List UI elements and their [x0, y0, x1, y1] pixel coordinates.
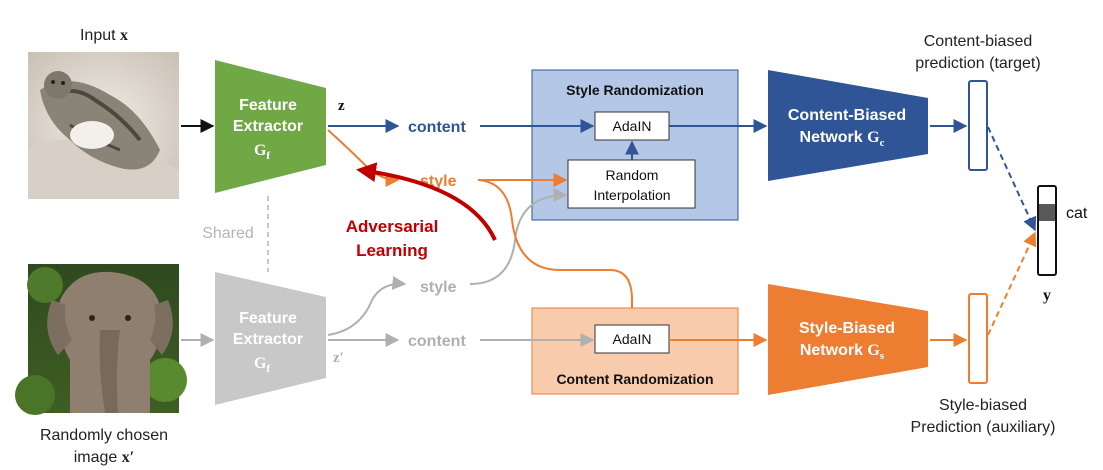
- adain-bottom: AdaIN: [594, 324, 670, 354]
- output-class-label: cat: [1066, 205, 1088, 222]
- output-bar: [1037, 185, 1057, 276]
- content-prediction-bar: [968, 80, 988, 171]
- random-interpolation-box: Random Interpolation: [567, 159, 696, 209]
- adversarial-label-line2: Learning: [356, 241, 428, 260]
- content-label-bottom: content: [408, 333, 466, 350]
- style-prediction-label-line1: Style-biased: [939, 397, 1027, 414]
- z-prime-label: z′: [333, 350, 344, 366]
- content-biased-network: Content-Biased Network Gc: [768, 70, 928, 181]
- svg-text:Network Gs: Network Gs: [800, 342, 885, 362]
- random-image-label-line2: image x′: [74, 449, 135, 466]
- svg-text:Random: Random: [606, 167, 659, 183]
- svg-text:Extractor: Extractor: [233, 331, 303, 348]
- svg-text:Gf: Gf: [254, 142, 270, 162]
- adversarial-arrow: [356, 162, 497, 241]
- cat-image: [28, 52, 179, 199]
- svg-text:AdaIN: AdaIN: [613, 331, 652, 347]
- adain-top: AdaIN: [594, 111, 670, 141]
- svg-text:Network Gc: Network Gc: [800, 129, 885, 149]
- arrow-zprime-to-style: [327, 275, 407, 336]
- svg-text:Gf: Gf: [254, 355, 270, 375]
- arrow-style-to-adain-bottom: [477, 179, 639, 323]
- elephant-image: [15, 264, 187, 415]
- content-prediction-label-line1: Content-biased: [924, 33, 1033, 50]
- dashed-arrow-content-to-output: [987, 126, 1037, 232]
- output-y-label: y: [1043, 287, 1051, 304]
- svg-text:Interpolation: Interpolation: [593, 187, 670, 203]
- arrow-gray-style-to-interp: [469, 188, 568, 285]
- style-label-top: style: [420, 173, 457, 190]
- style-prediction-bar: [968, 293, 988, 384]
- svg-text:AdaIN: AdaIN: [613, 118, 652, 134]
- svg-text:Content Randomization: Content Randomization: [556, 371, 713, 387]
- dashed-arrow-style-to-output: [987, 231, 1037, 336]
- content-label-top: content: [408, 119, 466, 136]
- style-biased-network: Style-Biased Network Gs: [768, 284, 928, 395]
- feature-extractor-bottom: Feature Extractor Gf: [215, 272, 326, 405]
- style-label-bottom: style: [420, 279, 457, 296]
- feature-extractor-top: Feature Extractor Gf: [215, 60, 326, 193]
- random-image-label-line1: Randomly chosen: [40, 427, 168, 444]
- svg-text:Feature: Feature: [239, 310, 297, 327]
- svg-text:Style-Biased: Style-Biased: [799, 320, 895, 337]
- svg-text:Content-Biased: Content-Biased: [788, 107, 906, 124]
- svg-text:Extractor: Extractor: [233, 118, 303, 135]
- svg-text:Feature: Feature: [239, 97, 297, 114]
- input-x-label: Input x: [80, 27, 128, 44]
- arrow-z-to-style: [327, 129, 400, 187]
- style-prediction-label-line2: Prediction (auxiliary): [911, 419, 1056, 436]
- z-label: z: [338, 98, 345, 114]
- adversarial-label-line1: Adversarial: [346, 217, 439, 236]
- shared-label: Shared: [202, 225, 254, 242]
- content-prediction-label-line2: prediction (target): [915, 55, 1040, 72]
- svg-text:Style Randomization: Style Randomization: [566, 82, 704, 98]
